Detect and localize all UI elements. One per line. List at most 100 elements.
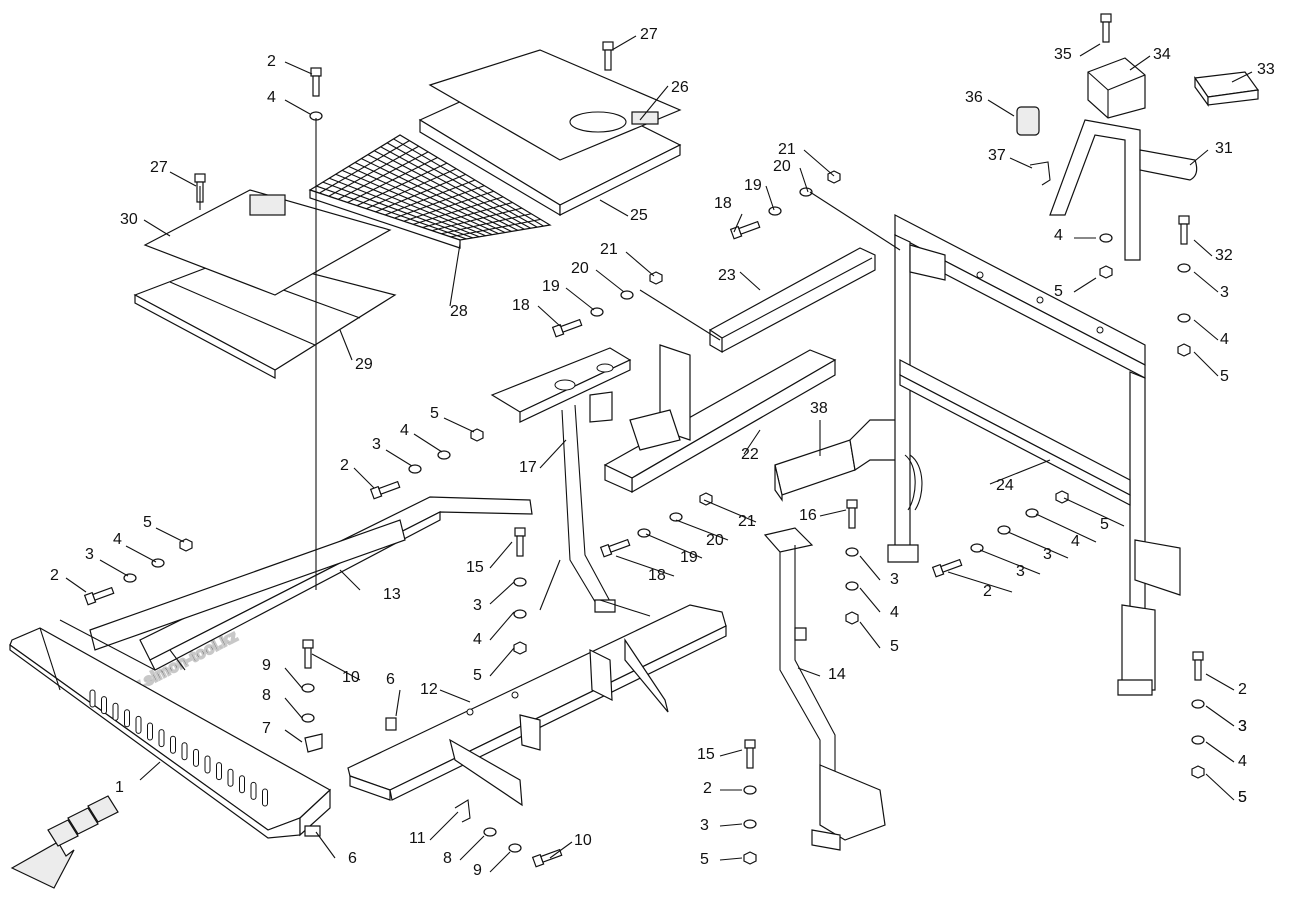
label-part-12: 12	[420, 681, 438, 698]
label-part-5: 5	[1100, 516, 1109, 533]
washer-icon	[1099, 233, 1113, 243]
leader-line	[599, 199, 629, 217]
label-part-4: 4	[890, 604, 899, 621]
leader-line	[987, 99, 1015, 117]
nut-icon	[1177, 343, 1191, 357]
washer-icon	[151, 558, 165, 568]
vent-slot	[112, 702, 119, 721]
leader-line	[1129, 55, 1151, 71]
label-part-10: 10	[574, 832, 592, 849]
label-part-5: 5	[430, 405, 439, 422]
washer-icon	[997, 525, 1011, 535]
label-part-3: 3	[473, 597, 482, 614]
vent-slot	[204, 755, 211, 774]
label-part-18: 18	[512, 297, 530, 314]
label-part-2: 2	[703, 780, 712, 797]
bolt-icon	[514, 527, 526, 557]
leader-line	[311, 653, 361, 681]
label-part-37: 37	[988, 147, 1006, 164]
label-part-3: 3	[1016, 563, 1025, 580]
label-part-21: 21	[738, 513, 756, 530]
seat-support-bracket	[490, 347, 632, 613]
label-part-5: 5	[1238, 789, 1247, 806]
leader-line	[439, 689, 471, 703]
washer-icon	[1025, 508, 1039, 518]
clip-7	[304, 733, 323, 753]
label-part-20: 20	[773, 158, 791, 175]
leader-line	[385, 449, 413, 467]
nut-icon	[470, 428, 484, 442]
label-part-32: 32	[1215, 247, 1233, 264]
leader-line	[395, 689, 401, 717]
leader-line	[449, 243, 461, 307]
washer-icon	[1191, 735, 1205, 745]
leader-line	[703, 499, 757, 523]
washer-icon	[1177, 313, 1191, 323]
vent-slot	[216, 762, 222, 781]
label-part-3: 3	[85, 546, 94, 563]
leader-line	[743, 429, 761, 455]
label-part-33: 33	[1257, 61, 1275, 78]
label-part-11: 11	[409, 830, 426, 847]
label-part-20: 20	[571, 260, 589, 277]
leader-line	[413, 433, 443, 453]
leader-line	[155, 527, 185, 543]
leader-line	[797, 667, 821, 677]
label-part-16: 16	[799, 507, 817, 524]
floor-plate-30	[143, 189, 392, 296]
washer-icon	[743, 819, 757, 829]
label-part-18: 18	[648, 567, 666, 584]
leader-line	[339, 569, 361, 591]
bolt-icon	[369, 480, 401, 500]
vent-slot	[181, 742, 188, 761]
leader-line	[537, 305, 561, 327]
leader-line	[625, 251, 655, 277]
label-part-3: 3	[1220, 284, 1229, 301]
nut-icon	[1055, 490, 1069, 504]
label-part-4: 4	[1238, 753, 1247, 770]
right-support-leg	[763, 527, 886, 851]
washer-icon	[513, 609, 527, 619]
label-part-4: 4	[267, 89, 276, 106]
bolt-icon	[846, 499, 858, 529]
leader-line	[989, 459, 1051, 485]
label-part-5: 5	[473, 667, 482, 684]
label-part-18: 18	[714, 195, 732, 212]
leader-line	[284, 667, 303, 689]
label-part-9: 9	[262, 657, 271, 674]
bolt-icon	[931, 558, 963, 578]
main-frame	[887, 214, 1181, 696]
leader-line	[799, 167, 809, 193]
vent-slot	[135, 715, 142, 734]
label-part-19: 19	[744, 177, 762, 194]
bolt-icon	[744, 739, 756, 769]
bar-33	[1193, 71, 1260, 107]
nut-icon	[1191, 765, 1205, 779]
leader-line	[1079, 43, 1101, 57]
label-part-28: 28	[450, 303, 468, 320]
leader-line	[719, 857, 743, 861]
leader-line	[539, 559, 561, 611]
clip-11	[454, 799, 471, 823]
washer-icon	[301, 713, 315, 723]
leader-line	[429, 811, 459, 841]
label-part-4: 4	[1220, 331, 1229, 348]
floor-frame-29	[133, 254, 397, 380]
label-part-23: 23	[718, 267, 736, 284]
label-part-4: 4	[1071, 533, 1080, 550]
bolt-icon	[602, 41, 614, 71]
leader-line	[739, 271, 761, 291]
label-part-2: 2	[340, 457, 349, 474]
leader-line	[1205, 741, 1235, 763]
label-part-15: 15	[466, 559, 484, 576]
label-part-2: 2	[267, 53, 276, 70]
label-part-10: 10	[342, 669, 360, 686]
mount-bracket-31	[1049, 119, 1198, 261]
washer-icon	[845, 547, 859, 557]
washer-icon	[1177, 263, 1191, 273]
label-part-24: 24	[996, 477, 1014, 494]
label-part-5: 5	[700, 851, 709, 868]
bolt-icon	[83, 586, 115, 606]
leader-line	[733, 213, 743, 233]
label-part-3: 3	[700, 817, 709, 834]
